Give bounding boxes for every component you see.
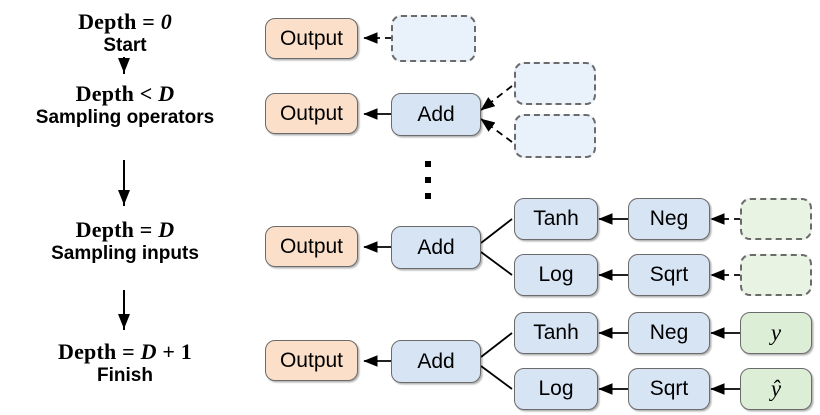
flow-step-1-subtitle: Sampling operators <box>35 107 215 128</box>
row4-add-node[interactable]: Add <box>391 340 481 383</box>
flow-step-1-title: Depth < D <box>0 82 250 105</box>
flow-step-3-subtitle: Finish <box>97 365 153 386</box>
flow-step-1-title-variable: D <box>158 81 175 106</box>
row3-add-node[interactable]: Add <box>391 226 481 269</box>
row4-neg-node[interactable]: Neg <box>628 312 710 354</box>
flow-step-2-title-variable: D <box>158 217 175 242</box>
flow-step-2-title-prefix: Depth = <box>75 217 159 242</box>
vertical-ellipsis <box>424 161 431 199</box>
row3-neg-node[interactable]: Neg <box>628 198 710 240</box>
row3-tanh-node[interactable]: Tanh <box>514 198 598 240</box>
row3-input-placeholder-top[interactable] <box>740 198 812 240</box>
ellipsis-dot-1 <box>424 161 431 167</box>
flow-step-1-title-prefix: Depth < <box>75 81 159 106</box>
row4-output-node[interactable]: Output <box>265 340 358 381</box>
flow-step-0-title-prefix: Depth = <box>78 9 161 34</box>
row3-log-node[interactable]: Log <box>514 254 598 296</box>
flow-step-0-title-variable: 0 <box>160 9 172 34</box>
flow-step-0-subtitle: Start <box>103 35 147 56</box>
input-y-label: y <box>770 320 782 345</box>
row4-input-yhat-node[interactable]: ŷ <box>740 368 812 410</box>
edge-placeholder-top-to-add-row2 <box>480 85 513 111</box>
flow-step-3-title-variable: D <box>140 339 157 364</box>
flow-step-3-title-suffix: + 1 <box>156 339 193 364</box>
row1-placeholder-node[interactable] <box>391 15 476 62</box>
row4-sqrt-node[interactable]: Sqrt <box>628 368 710 410</box>
edge-log-to-add-row4 <box>480 365 513 390</box>
edge-log-to-add-row3 <box>480 251 513 276</box>
edge-tanh-to-add-row4 <box>480 332 513 358</box>
row4-tanh-node[interactable]: Tanh <box>514 312 598 354</box>
row3-output-node[interactable]: Output <box>265 226 358 267</box>
row3-input-placeholder-bottom[interactable] <box>740 254 812 296</box>
flow-step-3-title-prefix: Depth = <box>57 339 141 364</box>
row3-sqrt-node[interactable]: Sqrt <box>628 254 710 296</box>
row1-output-node[interactable]: Output <box>265 18 358 59</box>
input-yhat-label: ŷ <box>770 376 782 401</box>
ellipsis-dot-3 <box>424 193 431 199</box>
flow-step-2-title: Depth = D <box>0 218 250 241</box>
flow-step-3-title: Depth = D + 1 <box>0 340 250 363</box>
ellipsis-dot-2 <box>424 177 431 183</box>
row2-output-node[interactable]: Output <box>265 93 358 134</box>
edge-tanh-to-add-row3 <box>480 218 513 244</box>
row4-input-y-node[interactable]: y <box>740 312 812 354</box>
row2-placeholder-node-bottom[interactable] <box>514 114 596 158</box>
row2-add-node[interactable]: Add <box>391 93 481 136</box>
row4-log-node[interactable]: Log <box>514 368 598 410</box>
flow-step-2-subtitle: Sampling inputs <box>51 243 199 264</box>
flow-step-0-title: Depth = 0 <box>0 10 250 33</box>
edge-placeholder-bottom-to-add-row2 <box>480 118 513 143</box>
row2-placeholder-node-top[interactable] <box>514 62 596 105</box>
